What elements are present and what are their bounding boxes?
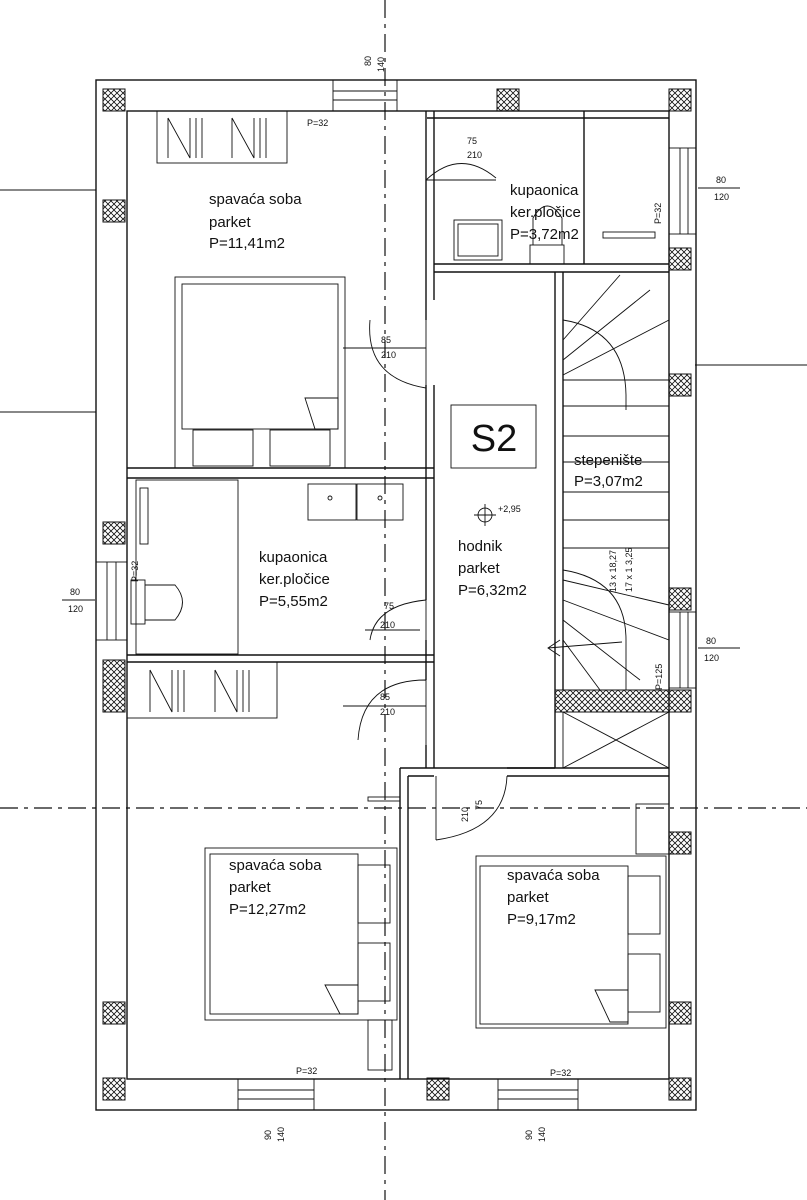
room-label-bath1: kupaonica ker.pločice P=3,72m2: [510, 182, 581, 243]
dim-window-bottom: 140: [537, 1127, 547, 1142]
dim-window-left: 120: [68, 604, 83, 614]
room-area: P=9,17m2: [507, 911, 576, 928]
room-name: stepenište: [574, 452, 642, 469]
outer-walls: [95, 79, 697, 1111]
room-floor: parket: [209, 214, 252, 231]
dim-window-right: 120: [704, 653, 719, 663]
dim-window-left: 80: [70, 587, 80, 597]
dim-door: 75: [467, 136, 477, 146]
bath1-fixtures: [453, 205, 656, 265]
wardrobe-top: [156, 110, 288, 164]
dim-window-bottom: 90: [524, 1130, 534, 1140]
dim-parapet: P=32: [296, 1066, 317, 1076]
windows: [95, 79, 697, 1111]
dim-parapet: P=32: [550, 1068, 571, 1078]
room-area: P=6,32m2: [458, 582, 527, 599]
interior-walls: [127, 111, 669, 1079]
wardrobe-bottom: [126, 661, 278, 719]
stairs: [547, 274, 670, 769]
room-name: spavaća soba: [507, 867, 600, 884]
room-floor: parket: [458, 560, 501, 577]
room-floor: ker.pločice: [259, 571, 330, 588]
level-mark: +2,95: [498, 504, 521, 514]
dim-door: 75: [384, 601, 394, 611]
bed-room2: [204, 847, 398, 1021]
dim-parapet: P=32: [130, 561, 140, 582]
dim-window-right: 80: [716, 175, 726, 185]
room-label-bed3: spavaća soba parket P=9,17m2: [507, 867, 600, 928]
dim-parapet: P=32: [653, 203, 663, 224]
dim-door: 210: [380, 707, 395, 717]
floor-tag-box: S2: [450, 404, 537, 469]
room-name: kupaonica: [259, 549, 328, 566]
dim-parapet: P=125: [654, 664, 664, 690]
room-name: hodnik: [458, 538, 503, 555]
bath2-fixtures: [130, 479, 404, 655]
room-area: P=5,55m2: [259, 593, 328, 610]
room-label-bath2: kupaonica ker.pločice P=5,55m2: [259, 549, 330, 610]
dim-parapet: P=32: [307, 118, 328, 128]
bed-room1: [174, 276, 346, 469]
room-label-stairs: stepenište P=3,07m2: [574, 452, 643, 490]
dim-window-bottom: 90: [263, 1130, 273, 1140]
dimension-labels: 80 140 80 120 80 120 80 120 90 140 90 14…: [62, 56, 740, 1142]
room-name: spavaća soba: [209, 191, 302, 208]
room-label-hall: hodnik parket P=6,32m2: [458, 538, 527, 599]
room-name: kupaonica: [510, 182, 579, 199]
room-floor: parket: [229, 879, 272, 896]
dim-window-right: 120: [714, 192, 729, 202]
bed-room3: [475, 855, 667, 1029]
dim-window-top: 140: [376, 57, 386, 72]
room-area: P=12,27m2: [229, 901, 306, 918]
room-area: P=3,07m2: [574, 473, 643, 490]
room-label-bed1: spavaća soba parket P=11,41m2: [209, 191, 302, 252]
dim-door: 85: [381, 335, 391, 345]
dim-door: 75: [474, 800, 484, 810]
room-area: P=11,41m2: [209, 235, 285, 252]
dim-door: 85: [380, 692, 390, 702]
level-marker: +2,95: [474, 504, 521, 526]
room-area: P=3,72m2: [510, 226, 579, 243]
dim-door: 210: [460, 807, 470, 822]
dim-door: 210: [380, 620, 395, 630]
dim-window-right: 80: [706, 636, 716, 646]
dim-window-top: 80: [363, 56, 373, 66]
floor-tag: S2: [471, 418, 517, 460]
dim-window-bottom: 140: [276, 1127, 286, 1142]
room-name: spavaća soba: [229, 857, 322, 874]
room-floor: ker.pločice: [510, 204, 581, 221]
room-floor: parket: [507, 889, 550, 906]
dim-door: 210: [381, 350, 396, 360]
dim-door: 210: [467, 150, 482, 160]
dim-stairs: 17 x 1 3,25: [624, 547, 634, 592]
dim-stairs: 13 x 18,27: [608, 550, 618, 592]
doors: [343, 163, 670, 1071]
room-label-bed2: spavaća soba parket P=12,27m2: [229, 857, 322, 918]
